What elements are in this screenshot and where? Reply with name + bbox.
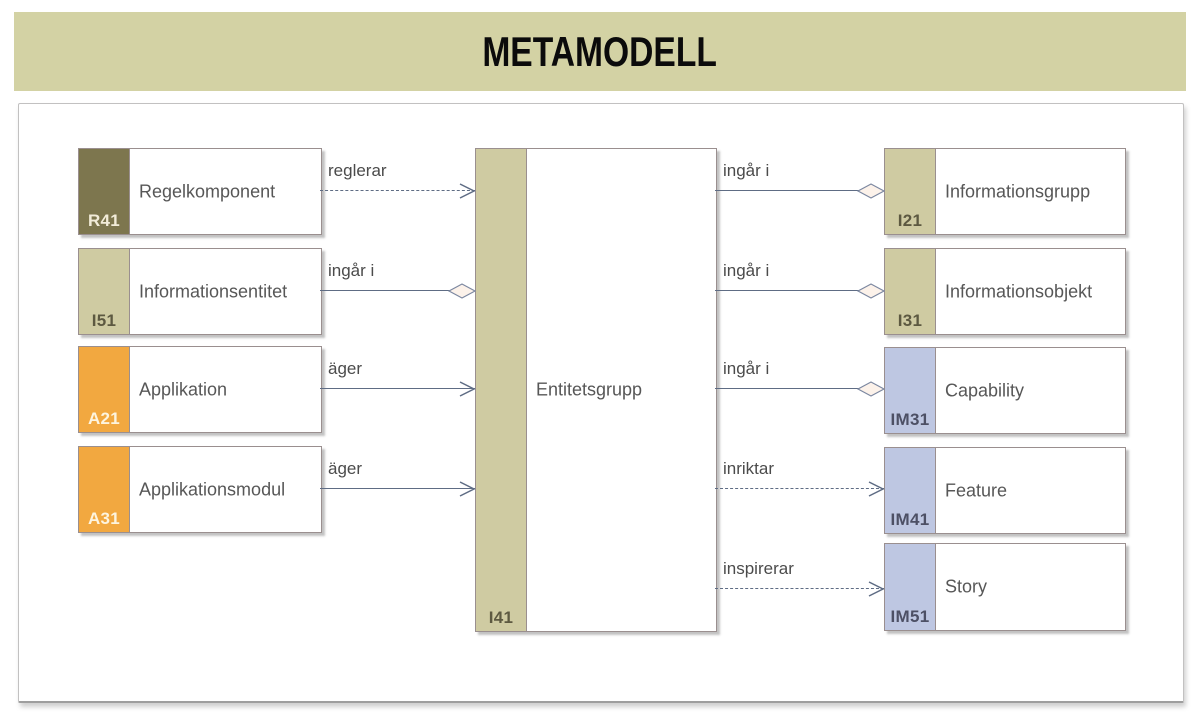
- entity-applikationsmodul[interactable]: A31 Applikationsmodul: [78, 446, 322, 533]
- open-arrowhead-icon: [868, 581, 885, 597]
- entity-stripe: I51: [79, 249, 130, 334]
- title-banner: METAMODELL: [14, 12, 1186, 91]
- entity-code: I31: [897, 311, 923, 330]
- relation-label: reglerar: [328, 161, 387, 180]
- relation-line: [715, 388, 859, 389]
- relation-inriktar: inriktar: [715, 459, 885, 499]
- open-arrowhead-icon: [459, 183, 476, 199]
- relation-ager-applikation: äger: [320, 359, 476, 399]
- relation-line: [715, 190, 859, 191]
- entity-stripe: IM51: [885, 544, 936, 630]
- entity-name: Informationsentitet: [139, 281, 288, 301]
- entity-code: I51: [91, 311, 117, 330]
- entity-stripe: I21: [885, 149, 936, 234]
- entity-stripe: R41: [79, 149, 130, 234]
- relation-ager-applikationsmodul: äger: [320, 459, 476, 499]
- relation-label: inriktar: [723, 459, 775, 478]
- relation-line: [715, 488, 884, 489]
- open-arrowhead-icon: [459, 381, 476, 397]
- relation-ingar-i-informationsobjekt: ingår i: [715, 261, 885, 301]
- entity-entitetsgrupp[interactable]: I41 Entitetsgrupp: [475, 148, 717, 632]
- relation-reglerar: reglerar: [320, 161, 476, 201]
- diamond-aggregation-icon: [857, 283, 885, 299]
- relation-line: [320, 388, 475, 389]
- entity-name: Informationsobjekt: [945, 281, 1093, 301]
- entity-capability[interactable]: IM31 Capability: [884, 347, 1126, 434]
- entity-stripe: I31: [885, 249, 936, 334]
- relation-line: [320, 290, 450, 291]
- entity-name: Feature: [945, 480, 1008, 500]
- entity-stripe: I41: [476, 149, 527, 631]
- entity-feature[interactable]: IM41 Feature: [884, 447, 1126, 534]
- diamond-aggregation-icon: [448, 283, 476, 299]
- relation-label: ingår i: [328, 261, 375, 280]
- entity-name: Informationsgrupp: [945, 181, 1091, 201]
- entity-story[interactable]: IM51 Story: [884, 543, 1126, 631]
- entity-regelkomponent[interactable]: R41 Regelkomponent: [78, 148, 322, 235]
- entity-stripe: A31: [79, 447, 130, 532]
- diamond-aggregation-icon: [857, 183, 885, 199]
- entity-stripe: A21: [79, 347, 130, 432]
- relation-label: äger: [328, 459, 363, 478]
- entity-name: Applikation: [139, 379, 228, 399]
- relation-label: ingår i: [723, 261, 770, 280]
- open-arrowhead-icon: [459, 481, 476, 497]
- entity-name: Story: [945, 576, 988, 597]
- relation-label: ingår i: [723, 161, 770, 180]
- relation-ingar-i-entitetsgrupp: ingår i: [320, 261, 476, 301]
- entity-informationsobjekt[interactable]: I31 Informationsobjekt: [884, 248, 1126, 335]
- relation-line: [715, 588, 884, 589]
- entity-code: IM51: [890, 607, 930, 626]
- relation-label: ingår i: [723, 359, 770, 378]
- entity-code: R41: [87, 211, 121, 230]
- entity-name: Regelkomponent: [139, 181, 276, 201]
- relation-ingar-i-capability: ingår i: [715, 359, 885, 399]
- open-arrowhead-icon: [868, 481, 885, 497]
- entity-code: I21: [897, 211, 923, 230]
- entity-name: Entitetsgrupp: [536, 379, 643, 400]
- relation-label: inspirerar: [723, 559, 794, 578]
- page-title: METAMODELL: [482, 27, 718, 75]
- relation-line: [320, 190, 475, 191]
- relation-label: äger: [328, 359, 363, 378]
- diamond-aggregation-icon: [857, 381, 885, 397]
- relation-line: [320, 488, 475, 489]
- entity-informationsgrupp[interactable]: I21 Informationsgrupp: [884, 148, 1126, 235]
- entity-applikation[interactable]: A21 Applikation: [78, 346, 322, 433]
- entity-informationsentitet[interactable]: I51 Informationsentitet: [78, 248, 322, 335]
- entity-name: Capability: [945, 380, 1025, 400]
- relation-inspirerar: inspirerar: [715, 559, 885, 599]
- entity-code: I41: [488, 608, 514, 627]
- entity-stripe: IM31: [885, 348, 936, 433]
- entity-code: IM41: [890, 510, 930, 529]
- entity-name: Applikationsmodul: [139, 479, 286, 499]
- relation-ingar-i-informationsgrupp: ingår i: [715, 161, 885, 201]
- relation-line: [715, 290, 859, 291]
- entity-code: IM31: [890, 410, 930, 429]
- entity-code: A21: [87, 409, 121, 428]
- entity-stripe: IM41: [885, 448, 936, 533]
- entity-code: A31: [87, 509, 121, 528]
